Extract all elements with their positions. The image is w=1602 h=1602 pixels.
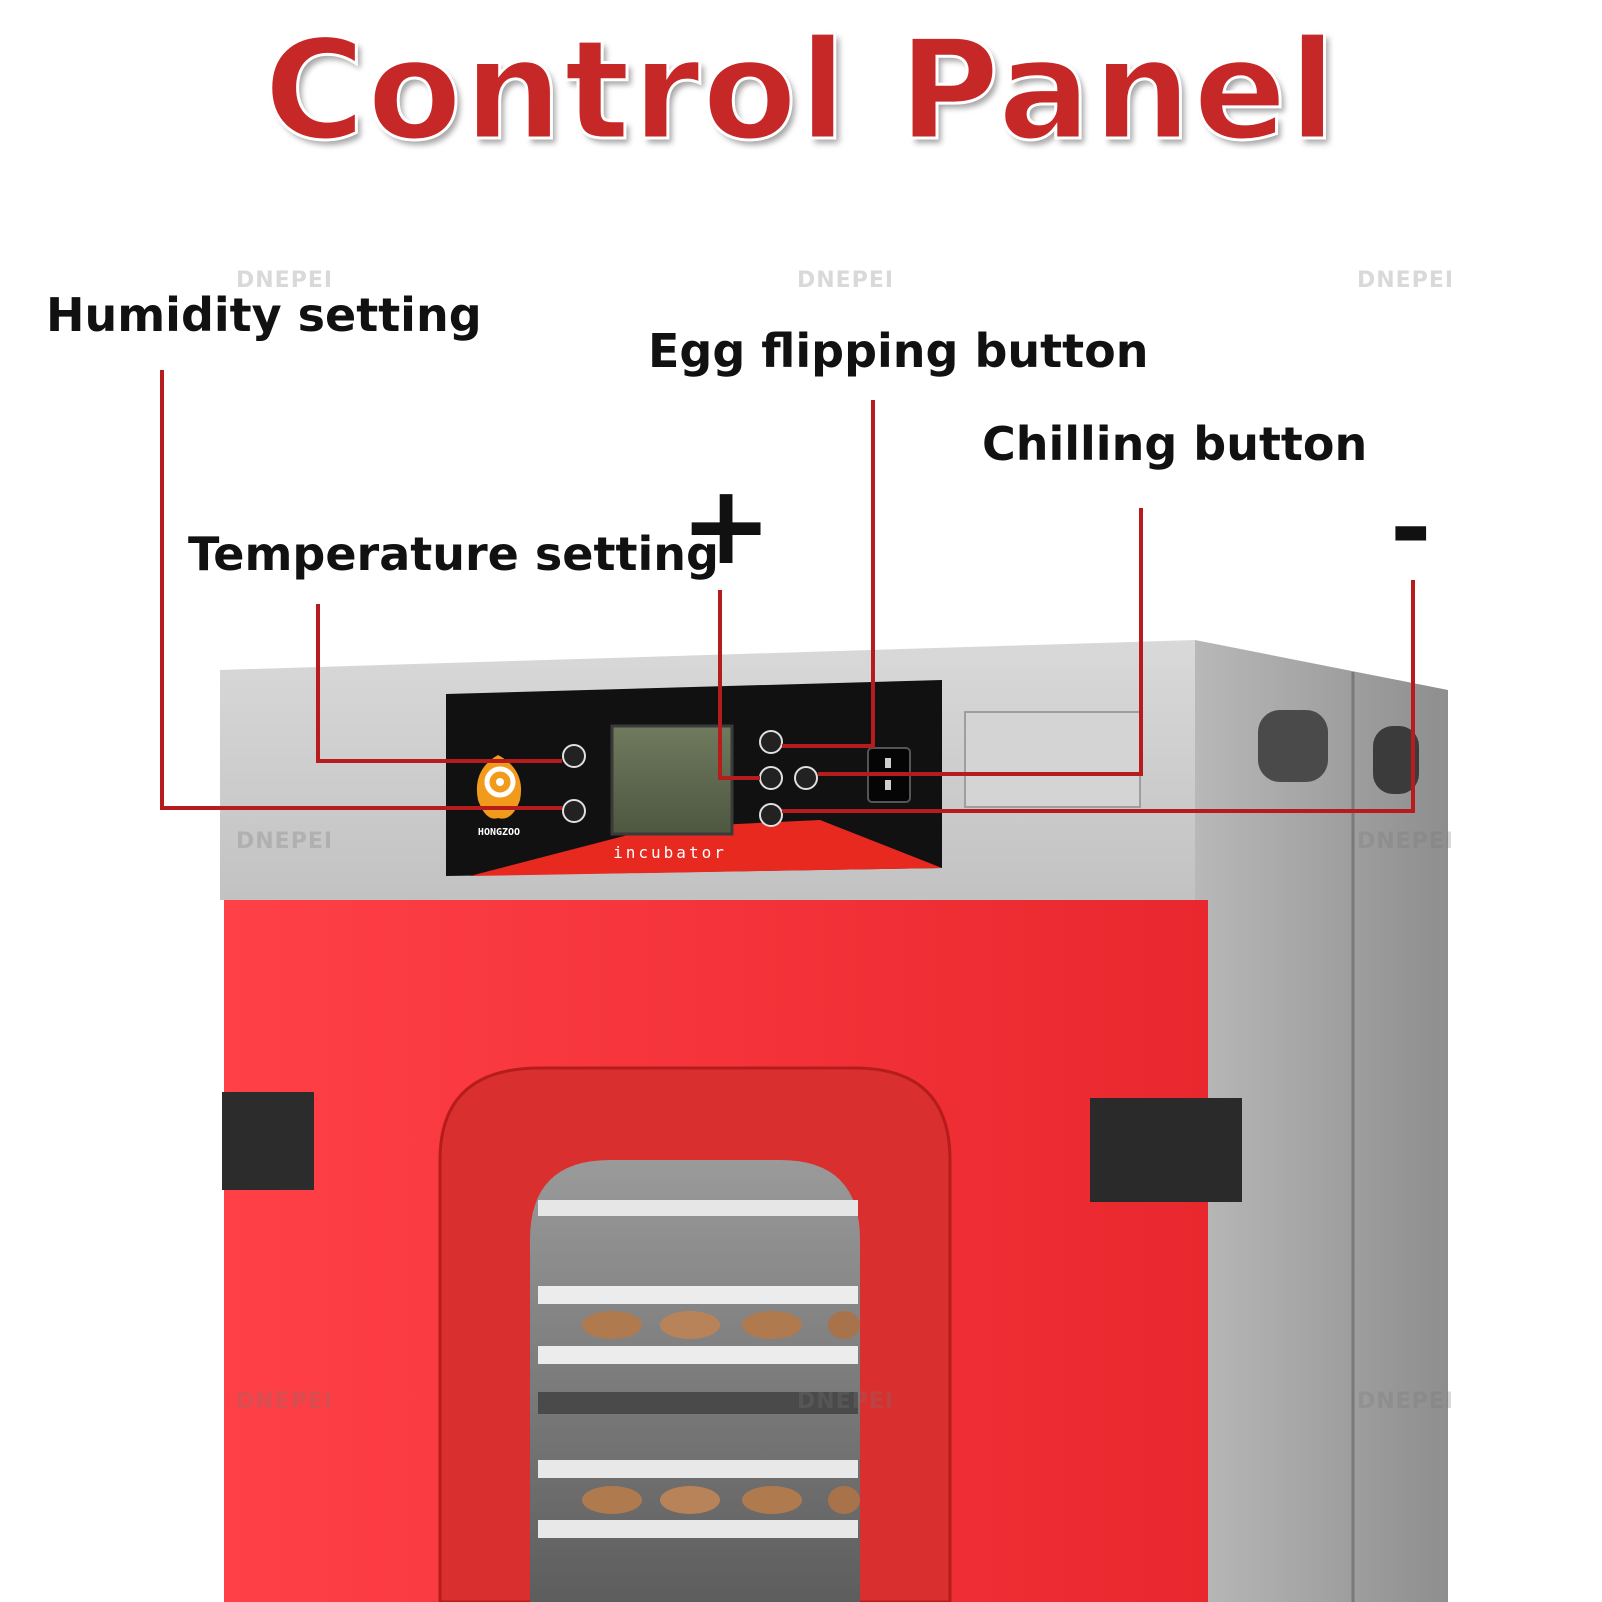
panel-label: incubator bbox=[613, 843, 727, 862]
humidity-setting-button[interactable] bbox=[562, 799, 586, 823]
control-panel: incubator HONGZOO bbox=[446, 680, 942, 876]
watermark: DNEPEI bbox=[236, 829, 334, 854]
egg-flipping-button[interactable] bbox=[759, 730, 783, 754]
minus-button[interactable] bbox=[759, 803, 783, 827]
door bbox=[222, 900, 1242, 1602]
brand-name: HONGZOO bbox=[478, 827, 520, 838]
door-latch-right bbox=[1090, 1098, 1242, 1202]
label-minus: - bbox=[1390, 469, 1432, 586]
leader-humidity bbox=[160, 370, 562, 810]
lcd-display bbox=[610, 724, 734, 836]
vent-panel bbox=[964, 711, 1141, 808]
leader-temperature bbox=[316, 604, 562, 763]
label-plus: + bbox=[680, 461, 773, 589]
leader-minus bbox=[782, 580, 1415, 813]
plus-button[interactable] bbox=[759, 766, 783, 790]
watermark: DNEPEI bbox=[236, 268, 334, 293]
side-handle-left bbox=[1258, 710, 1328, 782]
temperature-setting-button[interactable] bbox=[562, 744, 586, 768]
leader-plus bbox=[718, 590, 760, 780]
chilling-button[interactable] bbox=[794, 766, 818, 790]
leader-chilling bbox=[818, 508, 1143, 776]
watermark: DNEPEI bbox=[1357, 1389, 1455, 1414]
watermark: DNEPEI bbox=[797, 268, 895, 293]
leader-egg-flipping bbox=[782, 400, 875, 748]
housing-side bbox=[1195, 640, 1448, 1602]
label-temperature-setting: Temperature setting bbox=[188, 527, 719, 581]
panel-red-accent bbox=[470, 820, 942, 876]
watermark: DNEPEI bbox=[797, 1389, 895, 1414]
leader-lines bbox=[160, 370, 1415, 813]
label-humidity-setting: Humidity setting bbox=[46, 288, 482, 342]
page-title: Control Panel bbox=[262, 10, 1339, 171]
watermark: DNEPEI bbox=[1357, 829, 1455, 854]
watermark: DNEPEI bbox=[236, 1389, 334, 1414]
label-egg-flipping-button: Egg flipping button bbox=[648, 324, 1149, 378]
watermark: DNEPEI bbox=[1357, 268, 1455, 293]
egg-trays bbox=[538, 1200, 860, 1538]
brand-logo: HONGZOO bbox=[476, 755, 522, 838]
side-handle-right bbox=[1373, 726, 1419, 794]
door-hinge-left bbox=[222, 1092, 314, 1190]
label-chilling-button: Chilling button bbox=[982, 417, 1368, 471]
